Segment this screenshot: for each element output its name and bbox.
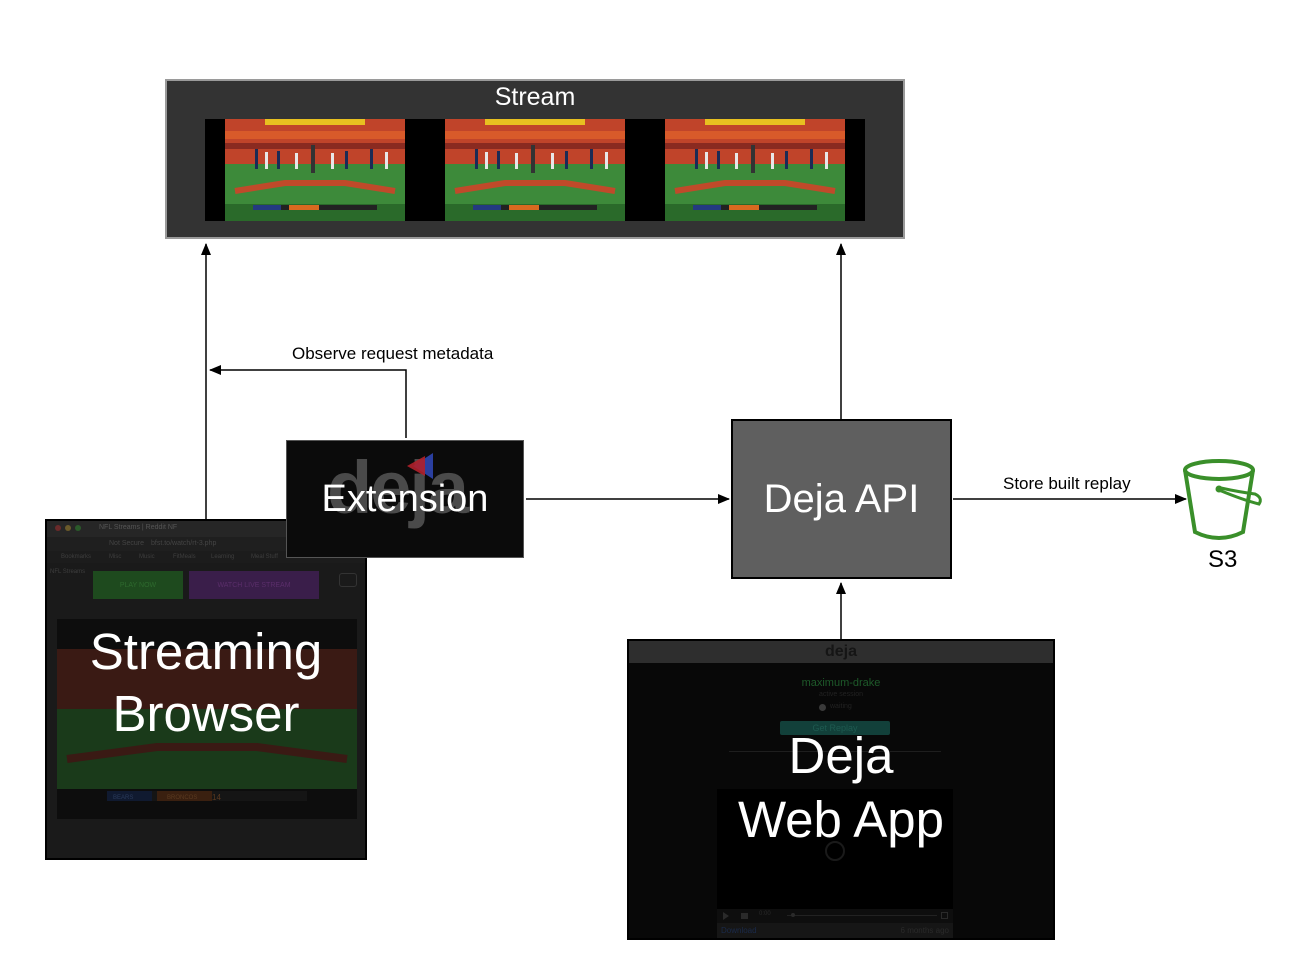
fullscreen-icon (941, 912, 948, 919)
bookmarks-bar: Bookmarks Misc Music FitMeals Learning M… (47, 551, 365, 563)
webapp-header-logo: deja (629, 641, 1053, 663)
security-indicator: Not Secure (109, 540, 145, 547)
address-bar: Not Secure bfst.to/watch/rt-3.php (47, 537, 365, 551)
stream-frame (425, 119, 645, 221)
minimize-dot-icon (65, 525, 71, 531)
seek-bar (787, 915, 937, 916)
deja-logo: deja (327, 446, 469, 529)
divider (729, 751, 941, 752)
label-line: Browser (112, 685, 300, 742)
bookmark-item: Bookmarks (61, 554, 92, 560)
football-field-image (665, 119, 845, 221)
deja-logo-mark-icon (407, 453, 433, 479)
volume-icon (741, 913, 748, 919)
browser-titlebar: NFL Streams | Reddit NF (47, 521, 365, 537)
label-line: Web App (737, 791, 945, 848)
stream-frame (205, 119, 425, 221)
football-field-image (445, 119, 625, 221)
streaming-browser-label: Streaming Browser (47, 621, 365, 745)
play-icon (723, 912, 729, 920)
extension-label: Extension (321, 477, 489, 520)
loading-spinner-icon (825, 841, 845, 861)
deja-api-label: Deja API (763, 476, 920, 521)
bookmark-item: FitMeals (173, 554, 196, 560)
extension-node: deja Extension (286, 440, 524, 558)
deja-api-node: Deja API (731, 419, 952, 579)
waiting-text: waiting (830, 703, 852, 710)
stream-title: Stream (494, 83, 576, 111)
score-value: 14 (212, 793, 221, 802)
status-dot-icon (819, 704, 826, 711)
watch-live-button: WATCH LIVE STREAM (189, 571, 319, 599)
football-field-image (225, 119, 405, 221)
seek-handle (791, 913, 795, 917)
label-line: Deja (788, 727, 894, 784)
bookmark-item: Misc (109, 554, 122, 560)
s3-label: S3 (1208, 546, 1238, 573)
bookmark-item: Learning (211, 554, 235, 560)
streaming-browser-node: NFL Streams | Reddit NF Not Secure bfst.… (45, 519, 367, 860)
play-now-button: PLAY NOW (93, 571, 183, 599)
session-status: active session (819, 691, 863, 698)
web-app-label: Deja Web App (629, 724, 1053, 852)
s3-bucket-icon (1183, 459, 1262, 540)
stream-node: Stream (165, 79, 905, 239)
site-name: NFL Streams (50, 569, 86, 575)
session-name: maximum-drake (801, 677, 881, 689)
player-time: 0:00 (759, 911, 771, 917)
close-dot-icon (55, 525, 61, 531)
stream-frame (645, 119, 865, 221)
video-player (717, 789, 953, 909)
get-replay-button: Get Replay (780, 721, 890, 735)
score-team2: BRONCOS (167, 795, 198, 801)
score-team1: BEARS (113, 795, 134, 801)
maximize-dot-icon (75, 525, 81, 531)
edge-label-observe: Observe request metadata (292, 344, 494, 363)
replay-footer: Download 6 months ago (717, 923, 953, 938)
age-text: 6 months ago (900, 926, 949, 935)
url-text: bfst.to/watch/rt-3.php (151, 540, 217, 547)
browser-tab: NFL Streams | Reddit NF (99, 524, 178, 531)
download-link: Download (721, 926, 757, 935)
bookmark-item: Meal Stuff (251, 554, 278, 560)
menu-icon (339, 573, 357, 587)
label-line: Streaming (89, 623, 323, 680)
browser-video (57, 619, 357, 819)
edge-extension-observe (209, 365, 407, 438)
edge-label-store: Store built replay (1003, 474, 1131, 493)
bookmark-item: Music (139, 554, 155, 560)
web-app-node: deja maximum-drake active session waitin… (627, 639, 1055, 940)
player-controls: 0:00 (717, 909, 953, 923)
